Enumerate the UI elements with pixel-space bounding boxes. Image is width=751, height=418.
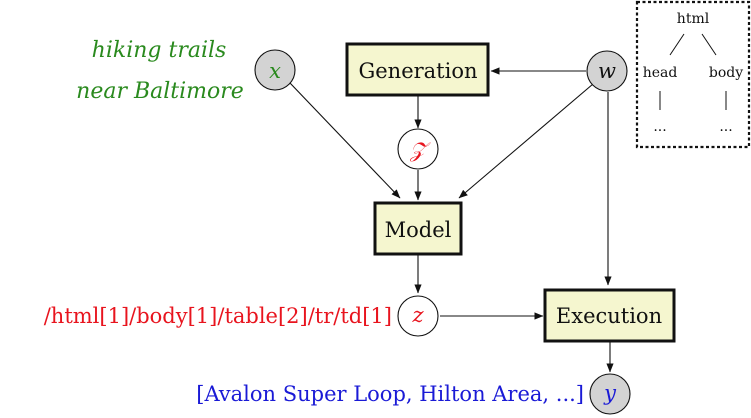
tree-right-label: body bbox=[709, 65, 743, 81]
html-tree-frame bbox=[635, 0, 751, 149]
input-query-line-1: hiking trails bbox=[92, 38, 227, 63]
generation-box-rect bbox=[345, 42, 490, 97]
tree-edge-root-right bbox=[701, 33, 717, 56]
node-z: z bbox=[397, 295, 439, 337]
node-z-circle bbox=[397, 295, 439, 337]
node-y-circle bbox=[589, 373, 631, 415]
execution-box-label: Execution bbox=[556, 304, 662, 328]
edge-x-to-model bbox=[289, 82, 401, 199]
execution-box-rect bbox=[543, 288, 676, 343]
node-y-label: y bbox=[603, 381, 617, 405]
node-x-circle bbox=[254, 49, 296, 91]
node-w: w bbox=[586, 50, 628, 92]
xpath-text: /html[1]/body[1]/table[2]/tr/td[1] bbox=[44, 304, 392, 328]
node-x: x bbox=[254, 49, 296, 91]
generation-box: Generation bbox=[345, 42, 490, 97]
node-x-label: x bbox=[269, 59, 281, 83]
edges bbox=[289, 67, 614, 373]
execution-box: Execution bbox=[543, 288, 676, 343]
node-y: y bbox=[589, 373, 631, 415]
tree-left-label: head bbox=[643, 65, 678, 81]
model-box: Model bbox=[373, 201, 463, 256]
generation-box-label: Generation bbox=[358, 59, 477, 83]
node-candidate-set: 𝒵 bbox=[397, 128, 439, 170]
answer-text: [Avalon Super Loop, Hilton Area, ...] bbox=[196, 382, 584, 406]
html-tree-inset: html head body ... ... bbox=[635, 0, 751, 149]
edge-w-to-model bbox=[458, 83, 594, 199]
node-candidate-set-circle bbox=[397, 128, 439, 170]
model-box-rect bbox=[373, 201, 463, 256]
node-candidate-set-label: 𝒵 bbox=[409, 138, 431, 162]
model-box-label: Model bbox=[385, 218, 452, 242]
tree-root-label: html bbox=[677, 11, 710, 27]
tree-right-child-label: ... bbox=[719, 119, 732, 135]
node-w-label: w bbox=[598, 59, 616, 83]
tree-edge-root-left bbox=[669, 33, 685, 56]
input-query-line-2: near Baltimore bbox=[76, 79, 244, 104]
node-w-circle bbox=[586, 50, 628, 92]
node-z-label: z bbox=[411, 303, 424, 327]
tree-left-child-label: ... bbox=[653, 119, 666, 135]
